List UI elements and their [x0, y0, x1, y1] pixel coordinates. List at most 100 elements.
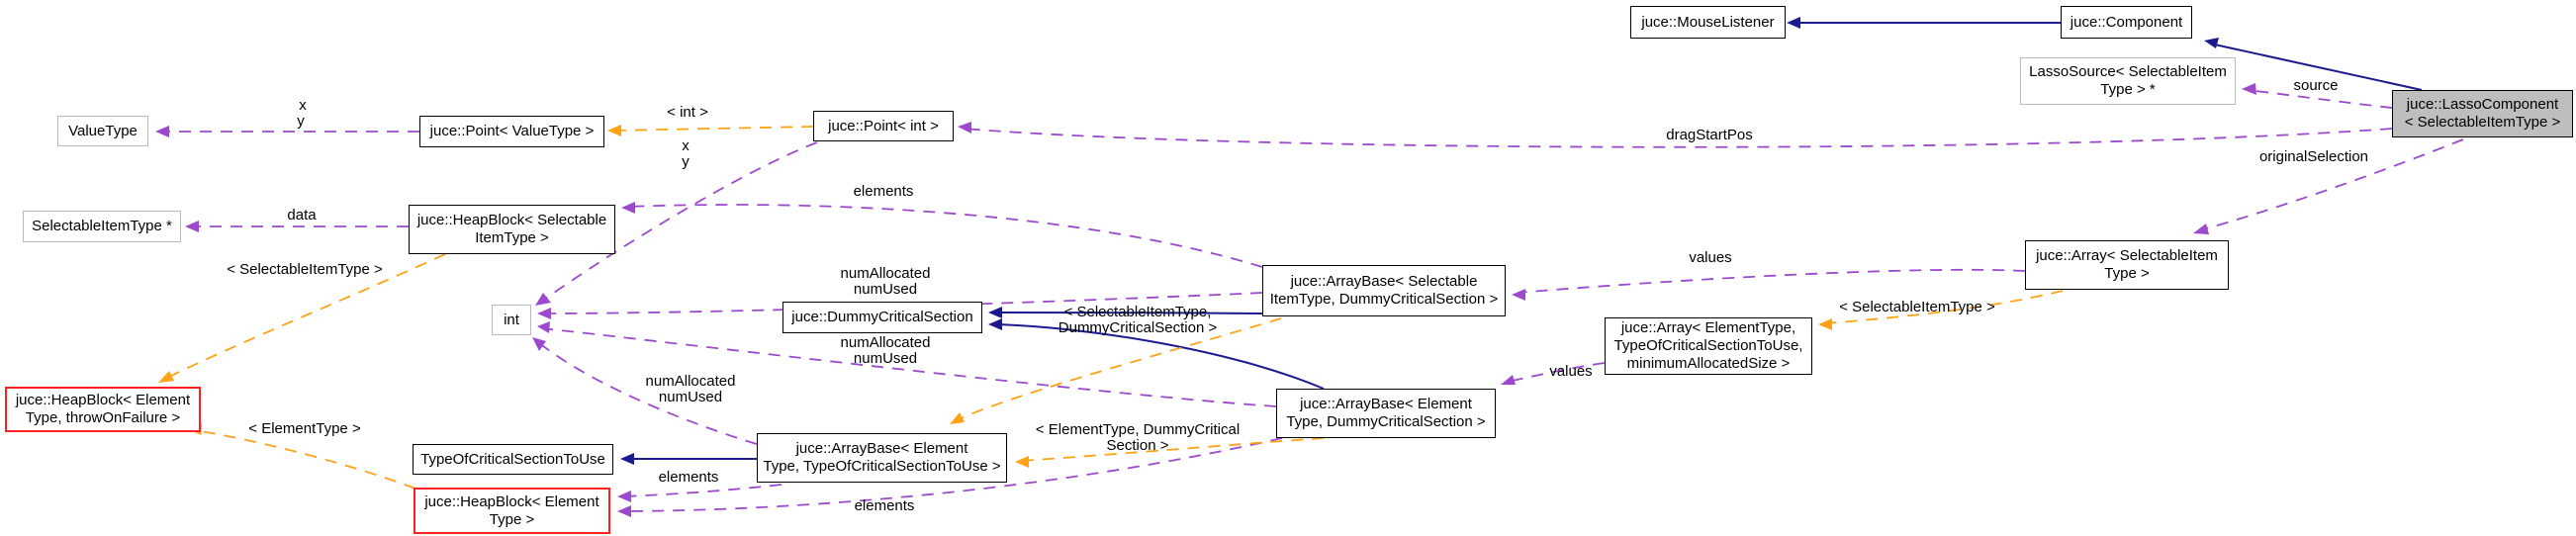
node-label: SelectableItemType *	[32, 218, 172, 234]
node-juce-heapblock-element-throwonfailure[interactable]: juce::HeapBlock< Element Type, throwOnFa…	[5, 387, 201, 432]
edge-label-template-selectable-dummy: < SelectableItemType, DummyCriticalSecti…	[1058, 304, 1218, 336]
arrowhead	[617, 505, 631, 517]
arrowhead	[958, 122, 971, 134]
edge-arraybase-elem-dummy-elements	[622, 437, 1283, 512]
node-label: juce::ArrayBase< Element	[795, 440, 968, 457]
node-juce-arraybase-selectable[interactable]: juce::ArrayBase< Selectable ItemType, Du…	[1262, 265, 1506, 316]
node-label: juce::HeapBlock< Element	[424, 492, 599, 510]
node-label: Type > *	[2100, 81, 2156, 98]
edge-label-x: x	[299, 97, 307, 114]
node-label: juce::Array< SelectableItem	[2036, 247, 2218, 264]
edge-label-dragstartpos: dragStartPos	[1666, 127, 1753, 143]
node-label: int	[504, 311, 519, 328]
node-juce-mouselistener[interactable]: juce::MouseListener	[1630, 6, 1786, 39]
node-label: Type, DummyCriticalSection >	[1286, 413, 1486, 430]
edge-point-int-to-int	[540, 141, 818, 303]
node-label: ValueType	[68, 122, 138, 139]
node-juce-arraybase-element-toc[interactable]: juce::ArrayBase< Element Type, TypeOfCri…	[757, 433, 1007, 483]
edge-label-values: values	[1549, 363, 1593, 380]
edge-label-numallocated-numused: numAllocated numUsed	[840, 265, 931, 298]
node-label: juce::ArrayBase< Selectable	[1290, 273, 1478, 290]
node-label: juce::HeapBlock< Element	[15, 392, 191, 408]
node-juce-component[interactable]: juce::Component	[2061, 6, 2192, 39]
node-label: juce::ArrayBase< Element	[1300, 396, 1472, 412]
edge-tpl-arraybase-elem-dummy	[1020, 434, 1366, 462]
node-label: juce::MouseListener	[1641, 13, 1775, 31]
node-typeofcriticalsectiontouse[interactable]: TypeOfCriticalSectionToUse	[413, 444, 613, 475]
edge-tpl-heapblock-elem	[193, 429, 416, 490]
edge-array-elem-values	[1507, 362, 1606, 383]
node-juce-heapblock-element[interactable]: juce::HeapBlock< Element Type >	[414, 488, 610, 534]
edge-label-elements: elements	[854, 497, 915, 514]
node-label: Type >	[2104, 265, 2150, 282]
node-label: juce::Component	[2070, 13, 2183, 31]
node-valuetype: ValueType	[57, 116, 148, 146]
node-juce-arraybase-element-dummy[interactable]: juce::ArrayBase< Element Type, DummyCrit…	[1276, 389, 1496, 438]
edge-tpl-array-sel	[1823, 290, 2064, 324]
node-label: ItemType >	[475, 229, 549, 246]
node-label: Type, TypeOfCriticalSectionToUse >	[763, 458, 1001, 475]
edge-tpl-arraybase-sel	[956, 317, 1282, 421]
edge-lassocomponent-to-component	[2209, 43, 2423, 91]
arrowhead	[1512, 289, 1525, 301]
edge-label-y: y	[297, 113, 305, 130]
node-int: int	[492, 305, 531, 335]
arrowhead	[532, 337, 546, 351]
arrowhead	[185, 221, 199, 232]
node-label: juce::Point< int >	[828, 117, 939, 134]
usage-edges	[155, 83, 2464, 517]
arrowhead	[537, 321, 550, 333]
node-juce-array-element[interactable]: juce::Array< ElementType, TypeOfCritical…	[1605, 317, 1812, 375]
arrowhead	[988, 307, 1002, 318]
arrowhead	[535, 293, 551, 306]
node-juce-point-valuetype[interactable]: juce::Point< ValueType >	[419, 116, 604, 147]
node-label: LassoSource< SelectableItem	[2029, 63, 2227, 80]
node-lassosource: LassoSource< SelectableItem Type > *	[2020, 57, 2236, 105]
edge-label-elements: elements	[658, 469, 719, 486]
node-label: juce::LassoComponent	[2406, 96, 2559, 113]
edge-lasso-dragstartpos	[963, 128, 2393, 148]
edge-label-source: source	[2293, 77, 2339, 94]
arrowhead	[1787, 17, 1800, 29]
node-label: minimumAllocatedSize >	[1626, 355, 1791, 372]
edge-label-template-selectableitemtype: < SelectableItemType >	[227, 261, 383, 278]
edge-label-template-element-dummy: < ElementType, DummyCritical Section >	[1035, 421, 1241, 454]
arrowhead	[155, 126, 169, 137]
node-label: < SelectableItemType >	[2404, 114, 2561, 131]
node-label: juce::DummyCriticalSection	[791, 309, 973, 325]
node-juce-point-int[interactable]: juce::Point< int >	[813, 111, 954, 141]
arrowhead	[988, 318, 1002, 330]
node-juce-array-selectable[interactable]: juce::Array< SelectableItem Type >	[2025, 240, 2229, 290]
edge-arraybase-elem-toc-elements	[622, 484, 782, 497]
edge-label-values: values	[1689, 249, 1732, 266]
node-label: Type >	[489, 510, 535, 528]
node-label: ItemType, DummyCriticalSection >	[1269, 291, 1499, 308]
edge-label-template-selectableitemtype: < SelectableItemType >	[1839, 299, 1995, 315]
arrowhead	[1015, 456, 1029, 468]
edge-arraybase-elem-dummy-to-dummy	[992, 323, 1325, 390]
edge-arraybase-elem-toc-numallocated	[537, 341, 758, 445]
arrowhead	[1501, 375, 1516, 385]
arrowhead	[620, 453, 634, 465]
edge-tpl-heapblock-sel	[164, 253, 446, 380]
arrowhead	[537, 308, 551, 319]
edge-label-numallocated-numused: numAllocated numUsed	[645, 373, 736, 405]
node-juce-heapblock-selectable[interactable]: juce::HeapBlock< Selectable ItemType >	[409, 205, 615, 254]
node-juce-dummycriticalsection[interactable]: juce::DummyCriticalSection	[782, 302, 982, 333]
node-label: juce::Array< ElementType,	[1620, 319, 1796, 336]
edge-label-template-elementtype: < ElementType >	[248, 420, 361, 437]
edge-label-data: data	[287, 207, 317, 223]
edge-label-y: y	[682, 153, 690, 170]
edge-label-elements: elements	[853, 183, 914, 200]
edge-label-numallocated-numused: numAllocated numUsed	[840, 334, 931, 367]
arrowhead	[2193, 223, 2209, 234]
edge-arraybase-elem-dummy-numallocated	[541, 327, 1277, 407]
node-label: TypeOfCriticalSectionToUse,	[1613, 337, 1803, 354]
node-juce-lassocomponent: juce::LassoComponent < SelectableItemTyp…	[2392, 90, 2573, 137]
arrowhead	[2204, 38, 2219, 48]
node-label: TypeOfCriticalSectionToUse	[420, 450, 605, 468]
inheritance-edges	[620, 17, 2423, 465]
edge-label-template-int: < int >	[667, 104, 708, 121]
